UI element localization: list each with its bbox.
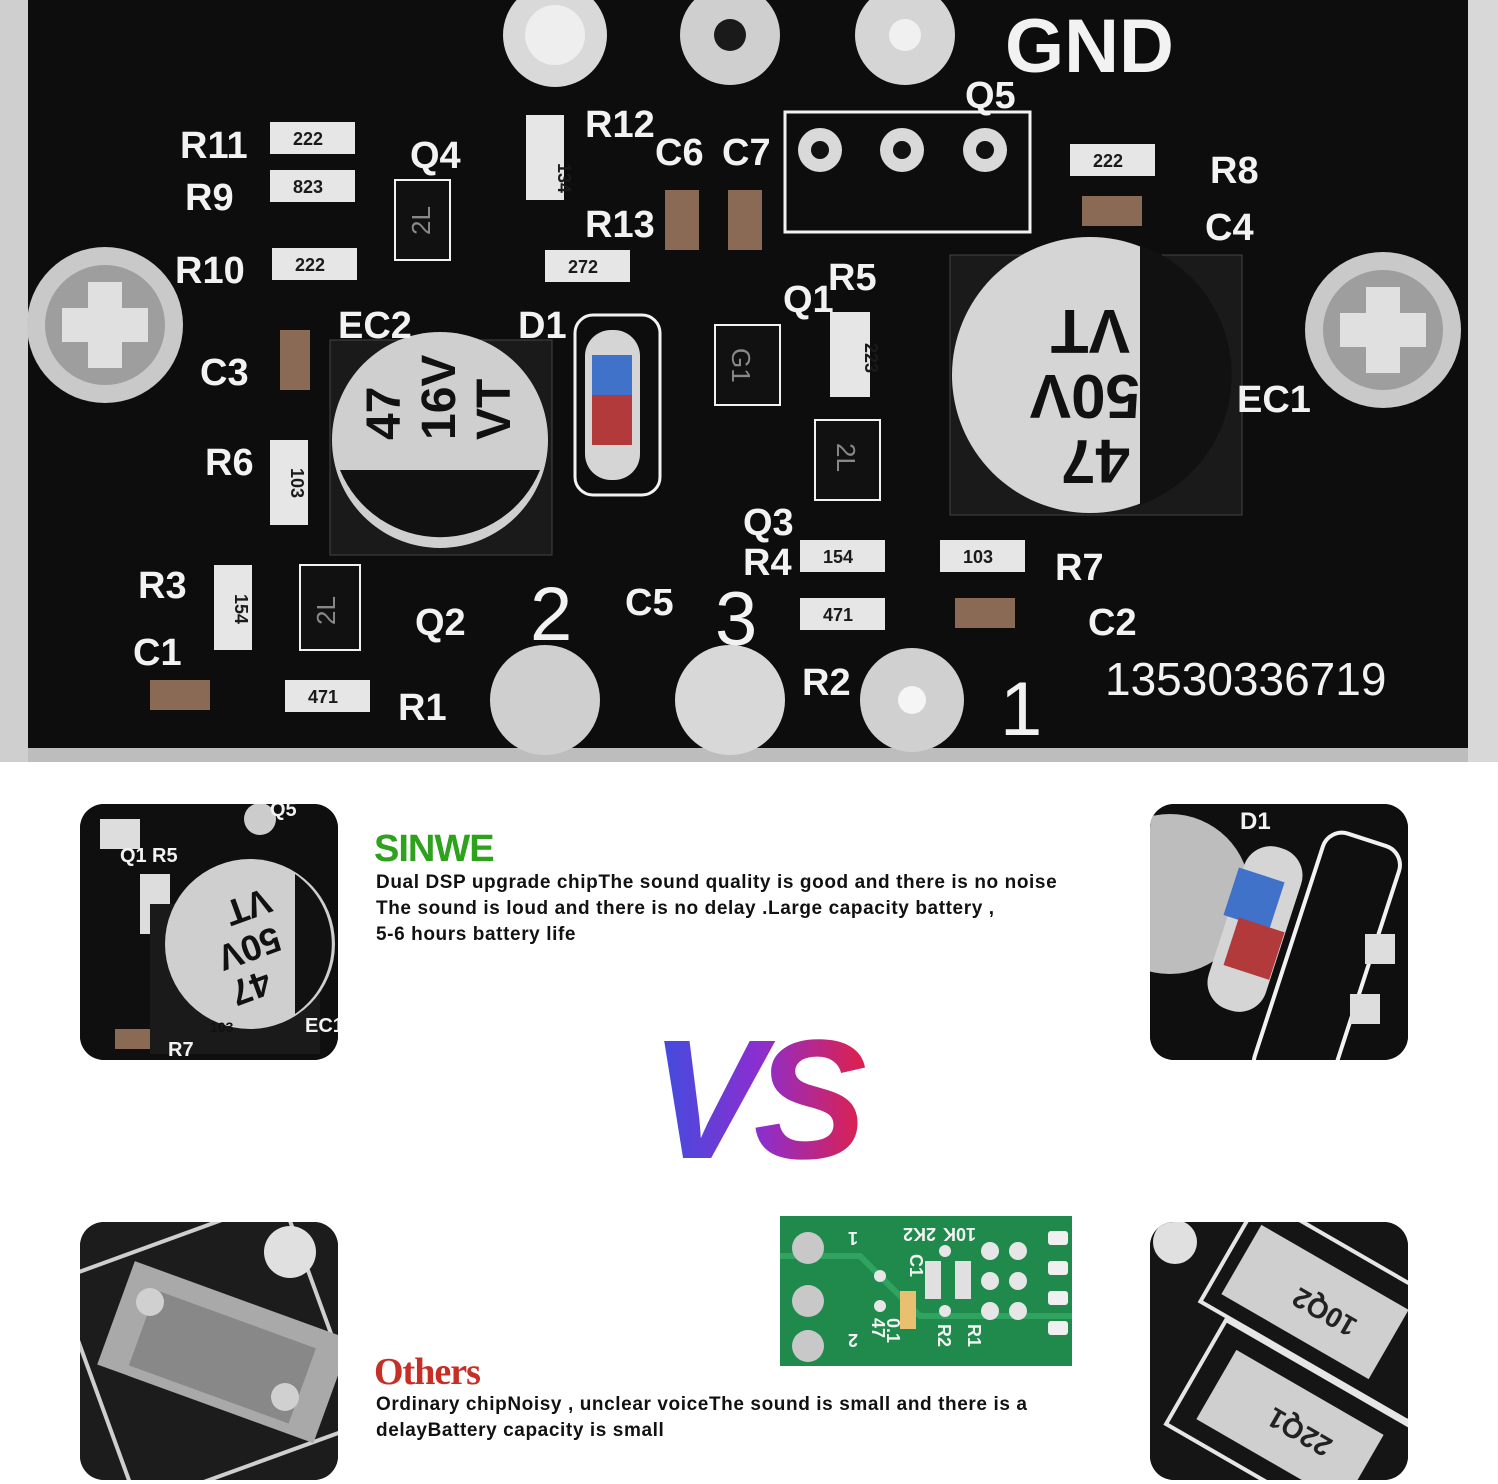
label-c4: C4: [1205, 207, 1254, 249]
others-green-pcb-image: 1 2 C1 R1 R2 10K 2K2 0.1 47: [780, 1216, 1072, 1366]
others-line-1: Ordinary chipNoisy , unclear voiceThe so…: [376, 1394, 1028, 1415]
label-pin3: 3: [715, 577, 757, 662]
others-line-2: delayBattery capacity is small: [376, 1420, 665, 1441]
thumb-label-ec1: EC1: [305, 1015, 338, 1037]
label-r9: R9: [185, 177, 234, 219]
label-ec1: EC1: [1237, 379, 1311, 421]
label-c3: C3: [200, 352, 249, 394]
sinwe-line-3: 5-6 hours battery life: [376, 924, 577, 945]
sinwe-line-2: The sound is loud and there is no delay …: [376, 898, 995, 919]
cap-small-voltage: 16V: [413, 355, 466, 440]
label-c6: C6: [655, 132, 704, 174]
code-r2: 471: [823, 605, 853, 625]
label-q3: Q3: [743, 502, 794, 544]
label-q1: Q1: [783, 279, 834, 321]
code-q3: 2L: [831, 443, 861, 472]
label-r4: R4: [743, 542, 792, 584]
code-r1: 471: [308, 687, 338, 707]
label-c1: C1: [133, 632, 182, 674]
label-ec2: EC2: [338, 305, 412, 347]
label-d1: D1: [518, 305, 567, 347]
code-q1: G1: [726, 348, 756, 383]
code-r7: 103: [963, 547, 993, 567]
others-title: Others: [374, 1351, 481, 1393]
green-label-2k2: 2K2: [903, 1224, 936, 1244]
green-label-r1: R1: [964, 1324, 984, 1347]
cap-large-value: 47: [1061, 426, 1130, 495]
label-r13: R13: [585, 204, 655, 246]
label-c7: C7: [722, 132, 771, 174]
code-r4: 154: [823, 547, 853, 567]
label-q2: Q2: [415, 602, 466, 644]
green-label-r2: R2: [934, 1324, 954, 1347]
code-r13: 272: [568, 257, 598, 277]
green-label-10k: 10K: [943, 1224, 976, 1244]
others-resistor-thumbnail: [80, 1222, 338, 1480]
label-r8: R8: [1210, 150, 1259, 192]
cap-large-voltage: 50V: [1030, 361, 1140, 430]
label-q5: Q5: [965, 75, 1016, 117]
label-r10: R10: [175, 250, 245, 292]
cap-small-value: 47: [358, 387, 411, 440]
code-r5: 223: [861, 343, 881, 373]
green-label-pin1: 1: [848, 1228, 858, 1248]
label-r5: R5: [828, 257, 877, 299]
green-label-cap-unit: 47: [868, 1318, 888, 1338]
label-pin1: 1: [1000, 667, 1042, 752]
label-r1: R1: [398, 687, 447, 729]
label-r11: R11: [180, 125, 248, 167]
thumb-label-d1: D1: [1240, 808, 1271, 835]
pcb-hero-image: 47 16V VT VT 50V 47 222 823 222 134 272 …: [0, 0, 1498, 762]
label-gnd: GND: [1005, 4, 1174, 89]
code-r6: 103: [287, 468, 307, 498]
screw-right-icon: [1305, 252, 1461, 408]
label-c5: C5: [625, 582, 674, 624]
thumb-label-r7: R7: [168, 1039, 194, 1060]
thumb-label-code: 103: [210, 1019, 234, 1035]
sinwe-capacitor-thumbnail: VT 50V 47 R5 Q1 Q5 R7 EC1 103: [80, 804, 338, 1060]
cap-small-code: VT: [468, 379, 521, 440]
code-r12: 134: [554, 163, 574, 193]
label-pin2: 2: [530, 572, 572, 657]
vs-graphic: VS: [650, 1005, 875, 1178]
label-r3: R3: [138, 565, 187, 607]
label-r12: R12: [585, 104, 655, 146]
label-c2: C2: [1088, 602, 1137, 644]
sinwe-diode-thumbnail: D1: [1150, 804, 1408, 1060]
screw-left-icon: [27, 247, 183, 403]
thumb-label-q5: Q5: [270, 804, 297, 821]
sinwe-title: SINWE: [374, 828, 495, 870]
thumb-label-q1: Q1: [120, 845, 147, 867]
label-serial: 13530336719: [1105, 653, 1386, 705]
code-r9: 823: [293, 177, 323, 197]
code-r8: 222: [1093, 151, 1123, 171]
label-q4: Q4: [410, 135, 461, 177]
others-chip-thumbnail: 10Q2 22Q1: [1150, 1222, 1408, 1480]
cap-large-code: VT: [1051, 296, 1130, 365]
code-r10: 222: [295, 255, 325, 275]
code-q2: 2L: [311, 596, 341, 625]
code-r11: 222: [293, 129, 323, 149]
sinwe-line-1: Dual DSP upgrade chipThe sound quality i…: [376, 872, 1058, 893]
label-r2: R2: [802, 662, 851, 704]
vs-text: VS: [650, 1005, 865, 1178]
green-label-pin2: 2: [848, 1330, 858, 1350]
code-r3: 154: [231, 594, 251, 624]
green-label-c1: C1: [906, 1254, 926, 1277]
label-r7: R7: [1055, 547, 1104, 589]
green-label-cap: 0.1: [883, 1318, 903, 1343]
code-q4: 2L: [406, 206, 436, 235]
thumb-label-r5: R5: [152, 845, 178, 867]
label-r6: R6: [205, 442, 254, 484]
